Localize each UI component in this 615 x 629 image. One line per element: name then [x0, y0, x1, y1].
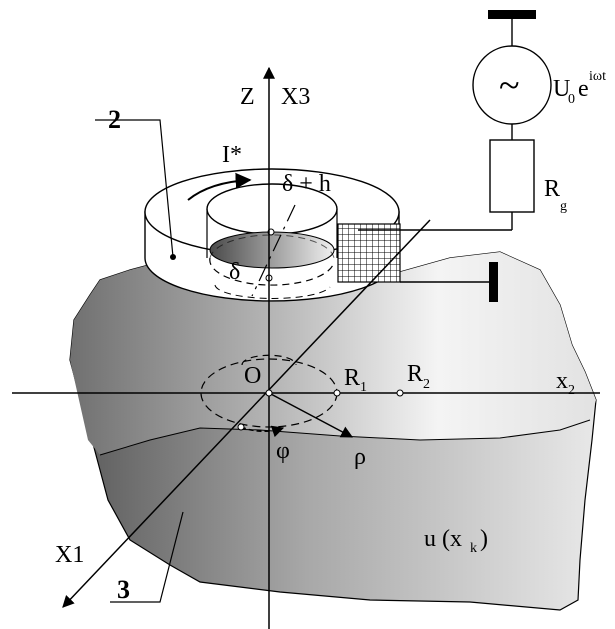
- displacement-sub: k: [470, 541, 477, 556]
- r2-label: R: [407, 361, 423, 387]
- circuit: [358, 18, 513, 283]
- probe-ring: [144, 168, 401, 302]
- labels: Z X3 I* δ + h δ O R 1 R 2 x 2 φ ρ X1 u (…: [55, 65, 606, 604]
- displacement-args: (x: [442, 526, 462, 552]
- half-space-body: [69, 251, 597, 611]
- voltage-subscript: 0: [568, 92, 575, 107]
- leader-lines: [95, 119, 184, 603]
- current-arrow: [187, 172, 252, 201]
- gap-bottom-label: δ: [229, 259, 240, 285]
- phi-arc: [240, 425, 285, 438]
- displacement-u: u: [424, 526, 436, 552]
- ground-symbol-right: [489, 262, 498, 302]
- x3-axis-label: X3: [281, 84, 310, 110]
- z-axis-label: Z: [240, 84, 255, 110]
- phi-label: φ: [276, 438, 290, 464]
- r1-subscript: 1: [360, 380, 367, 395]
- label-3: 3: [117, 575, 130, 604]
- resistor-rg: [489, 139, 535, 213]
- gap-top-label: δ + h: [282, 171, 331, 197]
- current-label: I*: [222, 142, 242, 168]
- rho-vector: [268, 392, 354, 438]
- r2-subscript: 2: [423, 377, 430, 392]
- voltage-e-label: e: [578, 76, 589, 102]
- x1-axis: [62, 219, 431, 608]
- voltage-u-label: U: [553, 76, 570, 102]
- x1-axis-label: X1: [55, 542, 84, 568]
- ground-symbol-top: [488, 10, 536, 19]
- x2-axis-label: x: [556, 368, 568, 394]
- resistor-label: R: [544, 176, 560, 202]
- origin-label: O: [244, 363, 261, 389]
- generator-tilde: ~: [499, 65, 520, 107]
- generator-symbol: [472, 45, 552, 125]
- voltage-exponent: iωt: [589, 69, 606, 84]
- label-2: 2: [108, 105, 121, 134]
- resistor-subscript: g: [560, 199, 567, 214]
- r1-label: R: [344, 365, 360, 391]
- rho-label: ρ: [354, 444, 366, 470]
- x2-subscript: 2: [568, 383, 575, 398]
- displacement-close: ): [480, 526, 488, 552]
- coil-winding: [337, 223, 401, 283]
